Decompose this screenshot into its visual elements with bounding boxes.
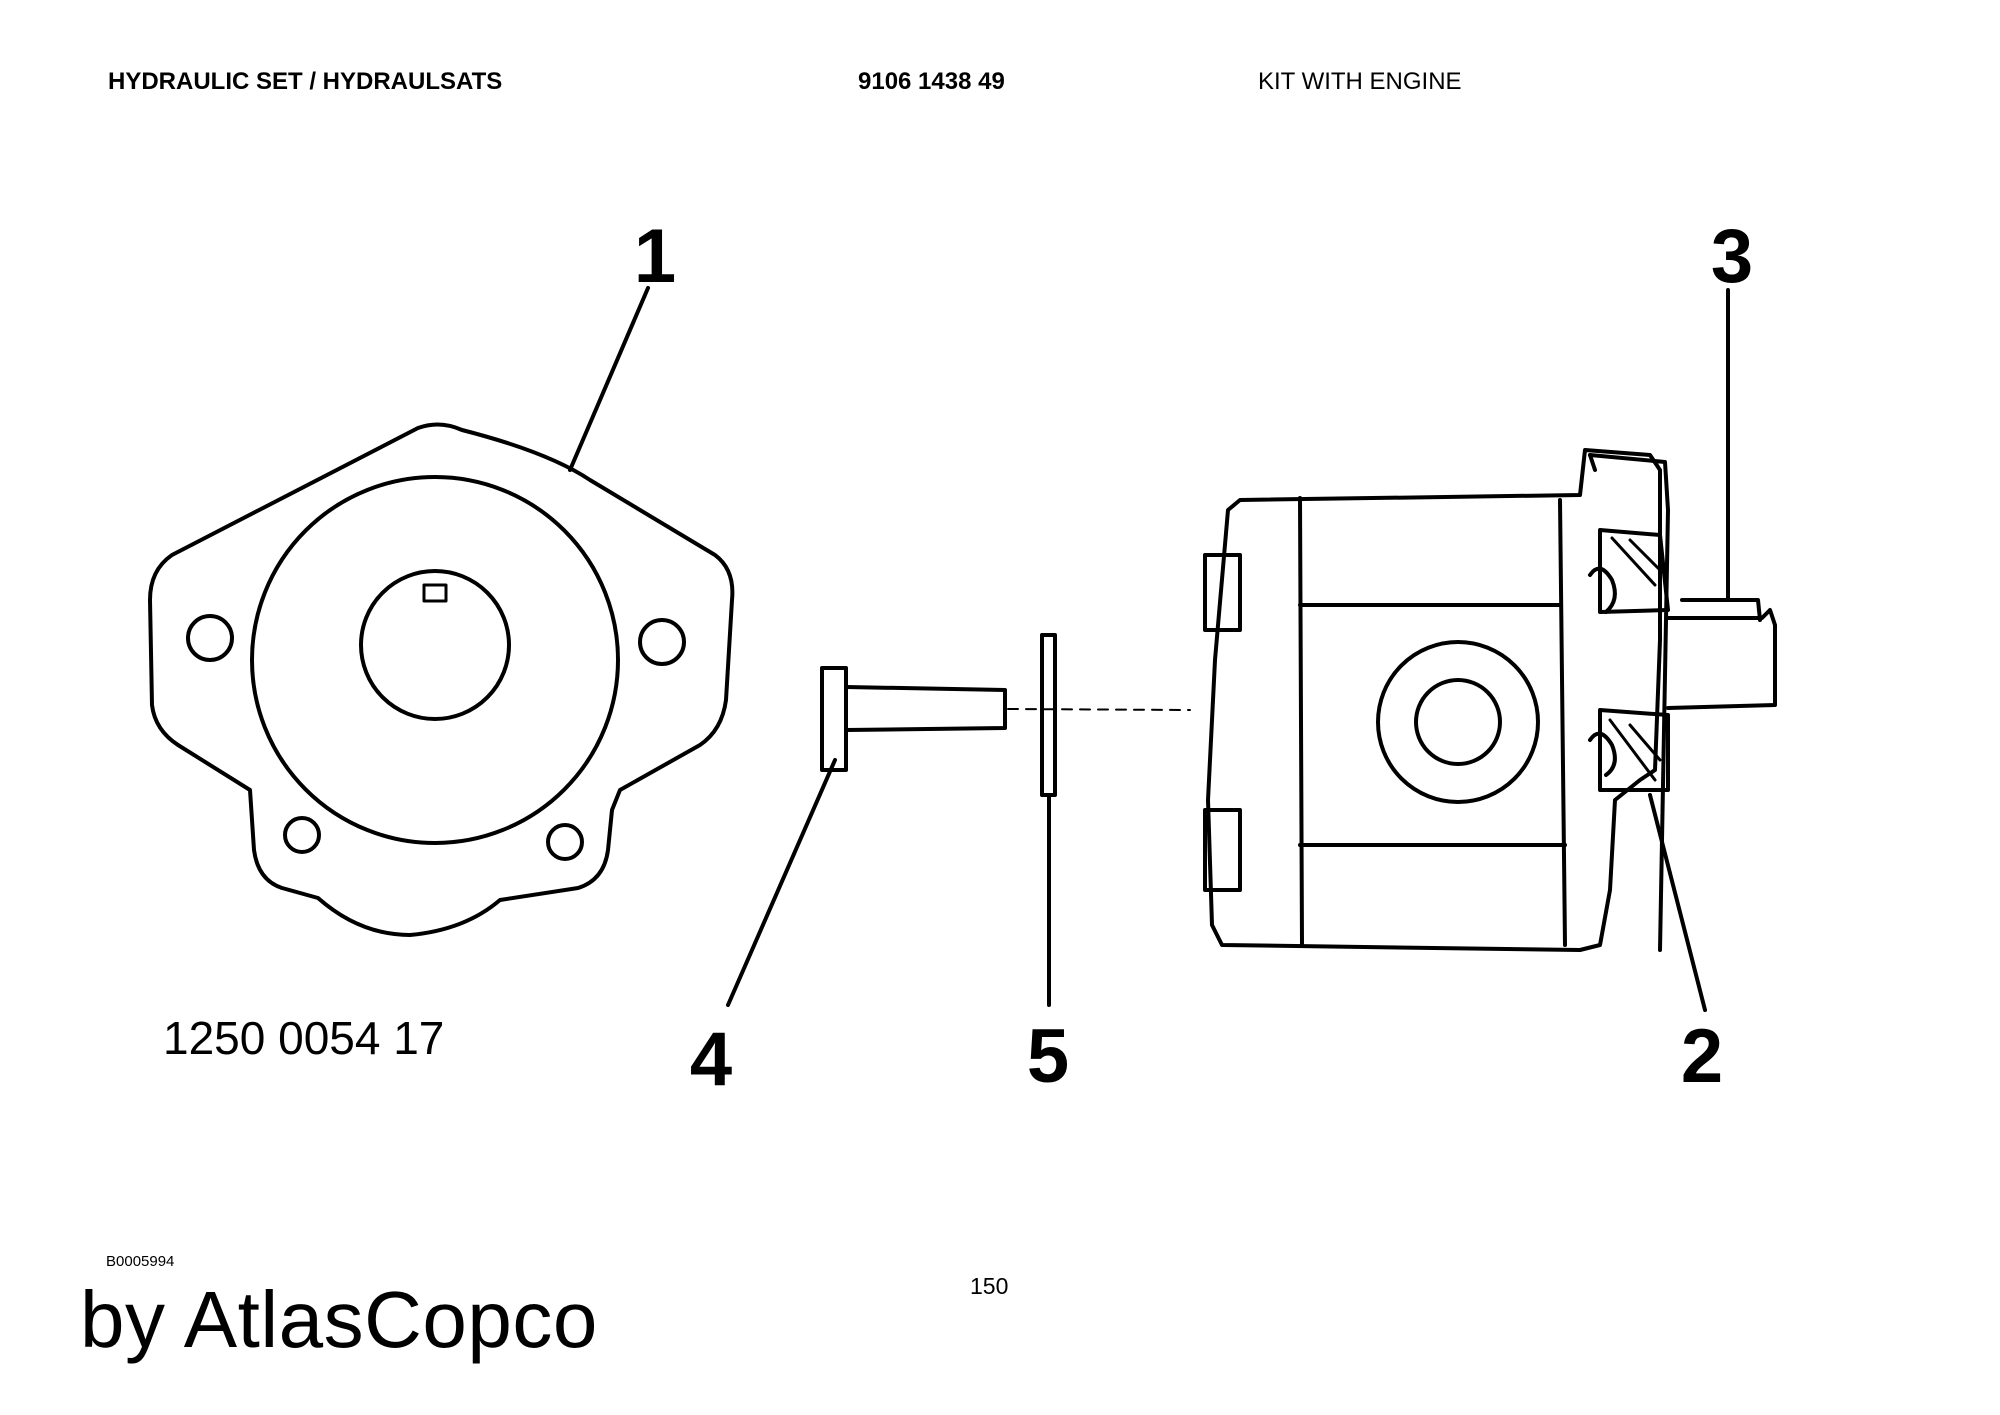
drawing-id: B0005994 <box>106 1253 175 1270</box>
brand-logo-text: by AtlasCopco <box>80 1275 598 1364</box>
part-4-shaft <box>820 666 1007 772</box>
callout-1: 1 <box>634 214 676 299</box>
header-part-number: 9106 1438 49 <box>858 68 1005 95</box>
part-pump-body <box>1203 448 1777 952</box>
callout-2: 2 <box>1681 1014 1723 1099</box>
callout-4: 4 <box>690 1017 732 1102</box>
leader-line-4 <box>726 758 837 1007</box>
leader-line-2 <box>1648 793 1707 1012</box>
part-1-flange <box>148 422 735 937</box>
header-description: KIT WITH ENGINE <box>1258 68 1462 95</box>
part-5-washer <box>1040 633 1057 797</box>
callout-5: 5 <box>1027 1014 1069 1099</box>
part-number-label: 1250 0054 17 <box>163 1012 444 1064</box>
leader-line-1 <box>568 286 650 472</box>
callout-3: 3 <box>1711 214 1753 299</box>
page-number: 150 <box>970 1273 1009 1299</box>
header-title: HYDRAULIC SET / HYDRAULSATS <box>108 68 503 95</box>
